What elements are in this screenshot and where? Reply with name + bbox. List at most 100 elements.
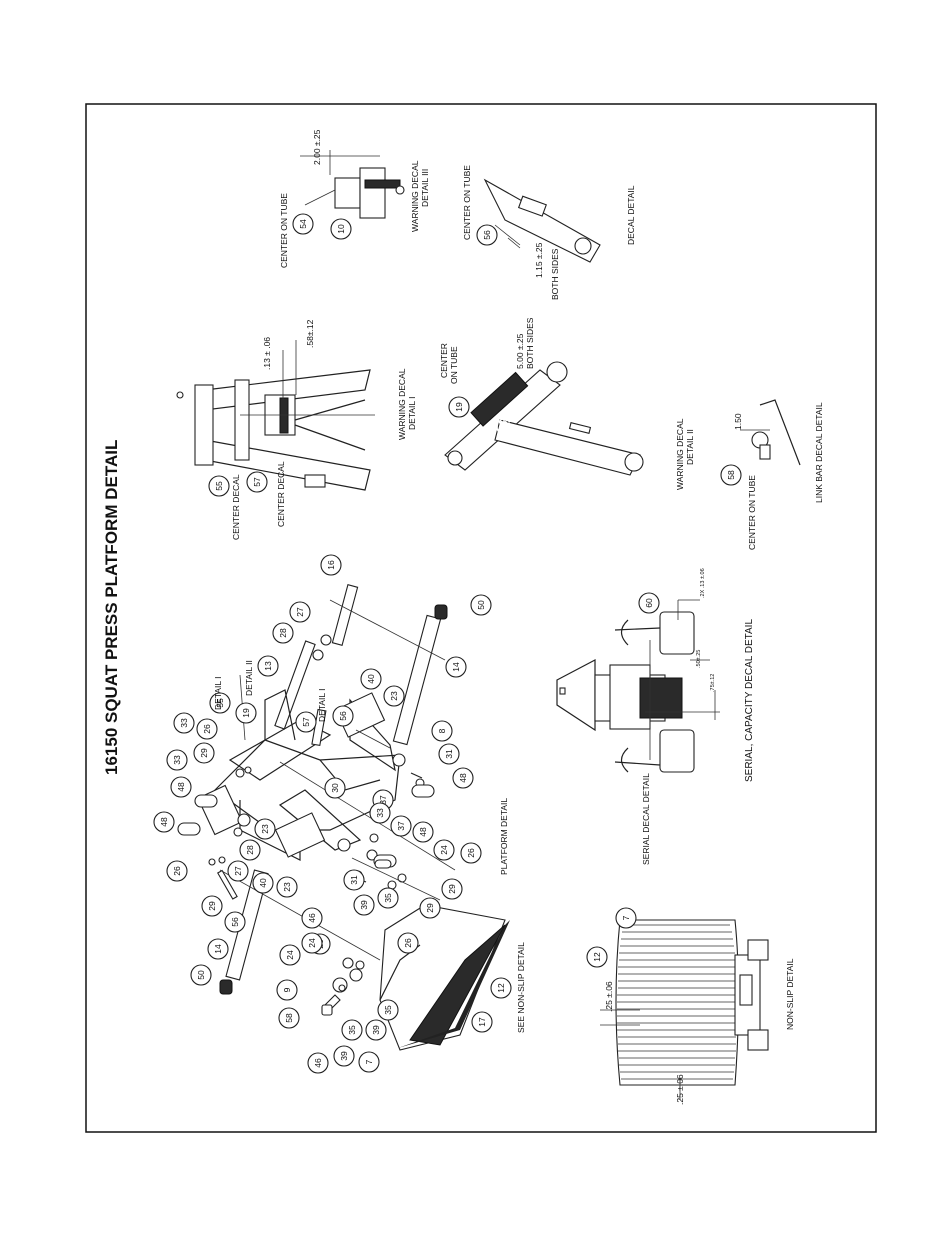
label-warning-decal-ii-1: WARNING DECAL	[675, 418, 685, 490]
callout-number: 8	[437, 728, 447, 733]
callout-bubble: 58	[278, 1007, 300, 1029]
callout-number: 48	[176, 782, 186, 792]
callout-bubble: 48	[153, 811, 175, 833]
callout-bubble: 27	[227, 860, 249, 882]
callout-number: 39	[359, 900, 369, 910]
callout-number: 57	[252, 477, 262, 487]
callout-number: 35	[383, 893, 393, 903]
callout-bubble: 39	[365, 1019, 387, 1041]
callout-number: 12	[496, 983, 506, 993]
label-detail-i-2: DETAIL I	[317, 688, 327, 722]
callout-number: 55	[214, 481, 224, 491]
label-serial-capacity: SERIAL, CAPACITY DECAL DETAIL	[744, 619, 755, 782]
callout-bubble: 16	[320, 554, 342, 576]
sheet-border	[85, 103, 877, 1133]
callout-number: 48	[418, 827, 428, 837]
callout-number: 28	[245, 845, 255, 855]
callout-bubble: 29	[419, 897, 441, 919]
callout-number: 24	[285, 950, 295, 960]
serial-decal-view	[556, 599, 720, 773]
dim-500-both: BOTH SIDES	[525, 317, 535, 369]
warning-decal-i-view	[176, 340, 375, 491]
dim-serial-b: .50±.25	[696, 650, 702, 668]
platform-exploded-view	[177, 584, 510, 1051]
callout-number: 35	[383, 1005, 393, 1015]
callout-bubble: 50	[470, 594, 492, 616]
label-center-on-tube-b: CENTER ON TUBE	[747, 475, 757, 550]
callout-bubble: 24	[433, 839, 455, 861]
label-platform-detail: PLATFORM DETAIL	[499, 798, 509, 875]
callout-54: 54	[292, 213, 314, 235]
callout-19-dec: 19	[448, 396, 470, 418]
callout-number: 19	[454, 402, 464, 412]
callout-bubble: 35	[377, 887, 399, 909]
callout-number: 37	[396, 821, 406, 831]
label-warning-decal-iii-2: DETAIL III	[420, 169, 430, 207]
callout-number: 27	[233, 866, 243, 876]
label-center-decal-1: CENTER DECAL	[231, 474, 241, 540]
label-link-bar: LINK BAR DECAL DETAIL	[814, 402, 824, 503]
callout-bubble: 8	[431, 720, 453, 742]
callout-number: 24	[439, 845, 449, 855]
callout-bubble: 26	[460, 842, 482, 864]
callout-bubble: 14	[445, 656, 467, 678]
label-center-on-tube-a1: CENTER	[439, 343, 449, 378]
callout-bubble: 39	[333, 1045, 355, 1067]
callout-bubble: 26	[397, 932, 419, 954]
dim-nonslip-b: .25 ±.06	[675, 1074, 685, 1105]
dim-200: 2.00 ±.25	[312, 129, 322, 165]
callout-number: 57	[301, 717, 311, 727]
callout-number: 17	[477, 1017, 487, 1027]
decal-detail-view	[483, 178, 601, 263]
label-detail-ii: DETAIL II	[244, 660, 254, 696]
callout-bubble: 7	[358, 1051, 380, 1073]
callout-number: 40	[258, 878, 268, 888]
callout-number: 26	[466, 848, 476, 858]
callout-bubble: 26	[166, 860, 188, 882]
callout-bubble: 35	[377, 999, 399, 1021]
callout-bubble: 13	[257, 655, 279, 677]
callout-number: 26	[172, 866, 182, 876]
callout-number: 12	[592, 952, 602, 962]
callout-number: 48	[458, 773, 468, 783]
dim-150: 1.50	[733, 413, 743, 430]
callout-number: 24	[307, 938, 317, 948]
callout-number: 29	[425, 903, 435, 913]
callout-bubble: 48	[412, 821, 434, 843]
callout-bubble: 46	[301, 907, 323, 929]
callout-number: 23	[282, 882, 292, 892]
callout-bubble: 28	[272, 622, 294, 644]
callout-bubble: 40	[252, 872, 274, 894]
callout-number: 35	[347, 1025, 357, 1035]
callout-number: 7	[364, 1059, 374, 1064]
callout-number: 56	[230, 917, 240, 927]
callout-bubble: 37	[390, 815, 412, 837]
callout-number: 23	[260, 824, 270, 834]
callout-number: 29	[447, 884, 457, 894]
callout-bubble: 19	[235, 702, 257, 724]
callout-bubble: 23	[383, 685, 405, 707]
label-see-non-slip: SEE NON-SLIP DETAIL	[516, 942, 526, 1033]
callout-number: 10	[336, 224, 346, 234]
callout-56-dec: 56	[476, 224, 498, 246]
callout-number: 16	[326, 560, 336, 570]
label-center-on-tube-d: CENTER ON TUBE	[462, 165, 472, 240]
callout-bubble: 14	[207, 938, 229, 960]
callout-number: 26	[403, 938, 413, 948]
callout-number: 30	[330, 783, 340, 793]
callout-number: 37	[378, 795, 388, 805]
callout-number: 33	[172, 755, 182, 765]
callout-number: 39	[371, 1025, 381, 1035]
callout-57-dec: 57	[246, 471, 268, 493]
callout-7-nonslip: 7	[615, 907, 637, 929]
callout-number: 50	[196, 970, 206, 980]
dim-013: .13 ± .06	[262, 337, 272, 370]
callout-number: 13	[263, 661, 273, 671]
callout-number: 56	[482, 230, 492, 240]
label-decal-detail: DECAL DETAIL	[626, 185, 636, 245]
dim-nonslip-a: .25 ±.06	[604, 981, 614, 1012]
callout-60: 60	[638, 592, 660, 614]
callout-number: 33	[179, 718, 189, 728]
callout-number: 55	[215, 698, 225, 708]
